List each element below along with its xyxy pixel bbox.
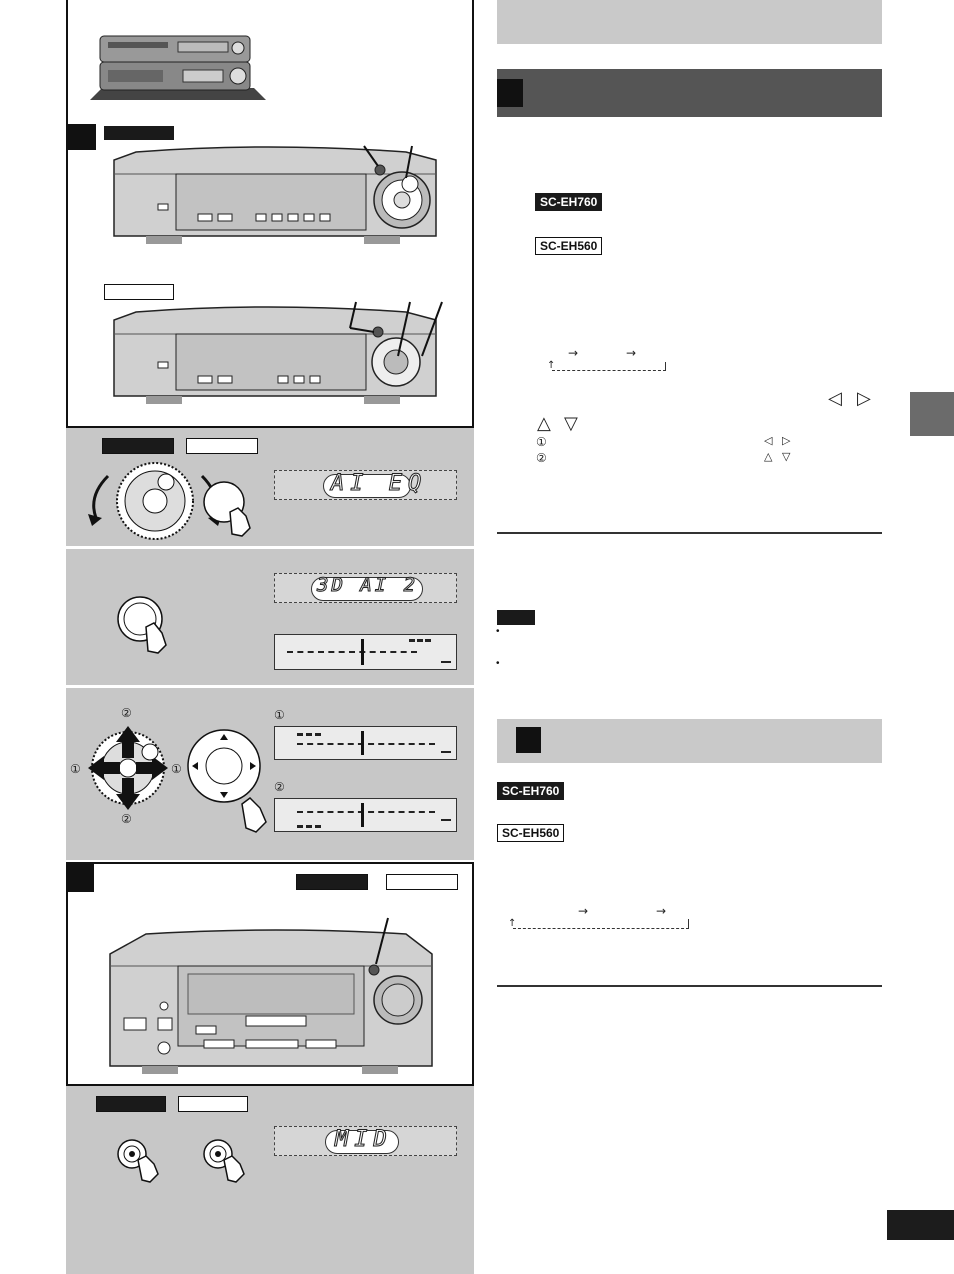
- eq-graph-display-2: [274, 798, 457, 832]
- small-button-press-icon-2: [203, 1139, 245, 1183]
- down-triangle-large: ▽: [564, 413, 578, 434]
- display-pill: [311, 577, 423, 601]
- cycle-b-return-tick: [688, 919, 689, 929]
- right-triangle-small: ▷: [782, 434, 791, 447]
- section-b-marker: [68, 864, 94, 892]
- cycle-b-arrow-1: →: [578, 904, 589, 918]
- display-text-ai-eq: AI EQ: [330, 471, 428, 497]
- cycle-return-arrow: ↑: [547, 360, 556, 371]
- cycle-return-line: [552, 370, 666, 371]
- model-badge-eh560-blank: [178, 1096, 248, 1112]
- note-bullet-2: •: [496, 658, 500, 669]
- marker-2-display: ②: [274, 780, 285, 794]
- up-triangle-large: △: [537, 413, 551, 434]
- cycle-return-tick: [665, 362, 666, 371]
- amplifier-eh560-illustration: [113, 301, 443, 404]
- display-pill: [323, 474, 411, 498]
- model-badge-eh760-blank: [102, 438, 174, 454]
- marker-2-bottom: ②: [121, 812, 132, 826]
- step-separator: [66, 685, 474, 688]
- up-triangle-small: △: [764, 450, 773, 463]
- section-b-header: [497, 719, 882, 763]
- model-label-eh560: SC-EH560: [535, 237, 603, 255]
- model-badge-eh760-blank: [296, 874, 368, 890]
- step-panel-3: ② ① ① ② ① ②: [66, 688, 474, 860]
- page-title-bar: [497, 0, 882, 44]
- section-b-panel: [66, 862, 474, 1086]
- left-triangle-small: ◁: [764, 434, 773, 447]
- direction-pad-icon: [88, 726, 168, 810]
- cycle-b-return-line: [513, 928, 689, 929]
- eq-graph-display-1: [274, 726, 457, 760]
- model-badge-eh560-blank: [386, 874, 458, 890]
- chapter-thumb-tab: [910, 392, 954, 436]
- model-badge-eh560-blank: [186, 438, 258, 454]
- section-divider-1: [497, 532, 882, 534]
- press-button-icon: [203, 481, 251, 537]
- marker-2-top: ②: [121, 706, 132, 720]
- model-label-eh560-b: SC-EH560: [497, 824, 565, 842]
- display-mid: MID: [274, 1126, 457, 1156]
- model-badge-eh560: SC-EH560: [104, 284, 174, 300]
- section-divider-2: [497, 985, 882, 987]
- display-text-mid: MID: [335, 1127, 393, 1153]
- section-a-header-marker: [497, 79, 523, 107]
- left-triangle-large: ◁: [828, 388, 842, 409]
- note-badge: [497, 610, 535, 625]
- model-badge-eh760-blank: [96, 1096, 166, 1112]
- step-panel-2: 3D AI 2: [66, 549, 474, 685]
- model-badge-eh760: SC-EH760: [104, 126, 174, 140]
- amplifier-front-illustration: [109, 917, 433, 1074]
- marker-1-right: ①: [171, 762, 182, 776]
- model-label-eh760: SC-EH760: [535, 193, 603, 211]
- cycle-b-return-arrow: ↑: [508, 918, 517, 929]
- device-illustration-panel: SC-EH760 SC-EH560: [66, 0, 474, 428]
- down-triangle-small: ▽: [782, 450, 791, 463]
- right-triangle-large: ▷: [857, 388, 871, 409]
- round-button-icon: [117, 596, 167, 654]
- amplifier-eh760-illustration: [113, 145, 437, 244]
- step-separator: [66, 546, 474, 549]
- section-a-header: [497, 69, 882, 117]
- display-ai-eq: AI EQ: [274, 470, 457, 500]
- marker-1-display: ①: [274, 708, 285, 722]
- section-a-marker: [68, 124, 96, 150]
- cycle-arrow-2: →: [626, 346, 637, 360]
- step-panel-4: MID: [66, 1086, 474, 1274]
- step-panel-1: AI EQ: [66, 428, 474, 546]
- model-label-eh760-b: SC-EH760: [497, 782, 565, 800]
- note-bullet-1: •: [496, 626, 500, 637]
- display-text-3d-ai-2: 3D AI 2: [316, 574, 419, 597]
- section-b-header-marker: [516, 727, 541, 753]
- page-number-tab: [887, 1210, 954, 1240]
- list-marker-1: ①: [536, 435, 547, 449]
- system-stack-illustration: [90, 35, 266, 100]
- display-pill: [325, 1130, 399, 1154]
- eq-graph-display: [274, 634, 457, 670]
- list-marker-2: ②: [536, 451, 547, 465]
- display-3d-ai-2: 3D AI 2: [274, 573, 457, 603]
- cycle-arrow-1: →: [568, 346, 579, 360]
- cursor-pad-icon: [187, 729, 267, 833]
- small-button-press-icon-1: [117, 1139, 159, 1183]
- marker-1-left: ①: [70, 762, 81, 776]
- cycle-b-arrow-2: →: [656, 904, 667, 918]
